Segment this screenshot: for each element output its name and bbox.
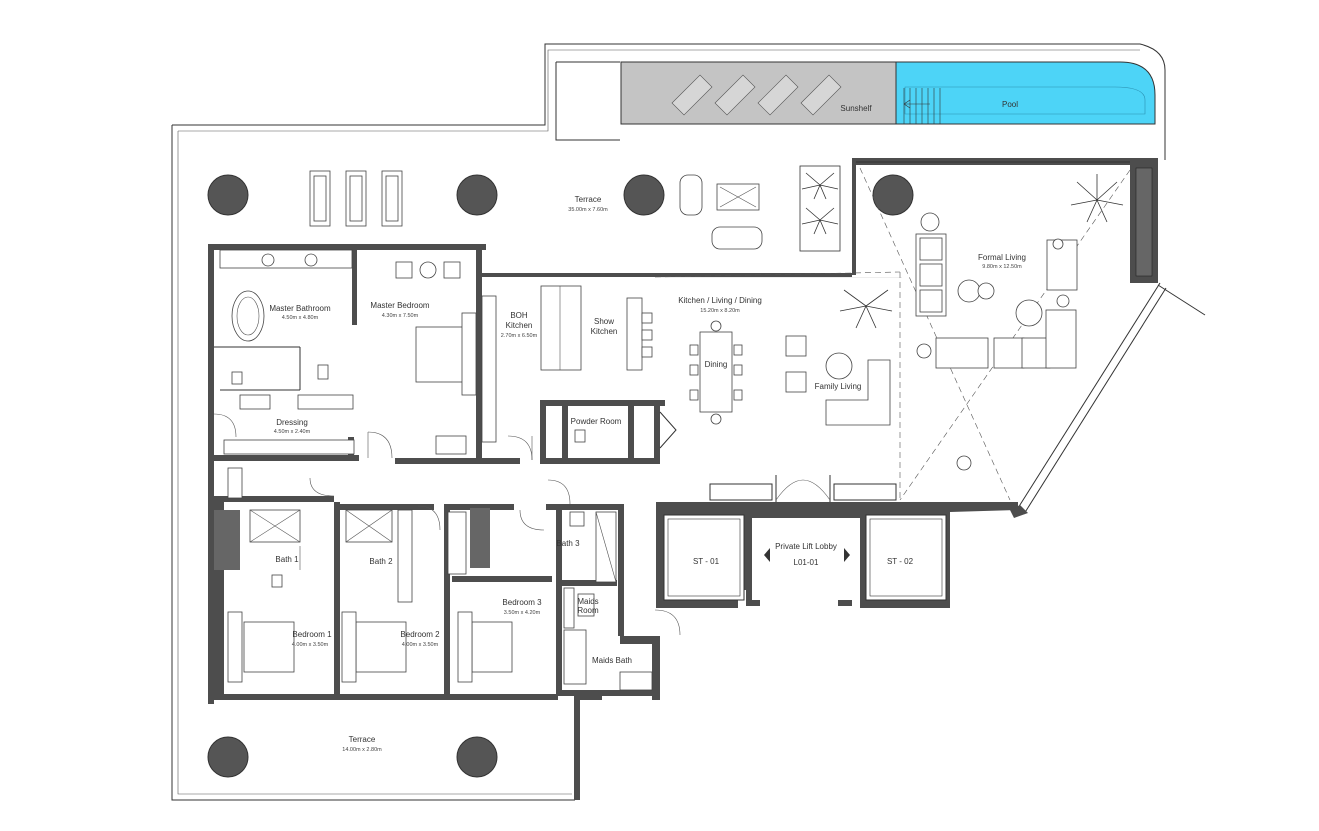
private-lift-lobby-label: Private Lift Lobby bbox=[775, 542, 837, 551]
bedroom-3-dim: 3.50m x 4.20m bbox=[504, 610, 541, 616]
maids-room-label-1: Maids bbox=[577, 597, 598, 606]
bath-2: Bath 2 bbox=[345, 509, 413, 603]
terrace-bottom-label: Terrace bbox=[349, 735, 376, 744]
pool-area: Pool bbox=[895, 61, 1156, 125]
formal-living-label: Formal Living bbox=[978, 253, 1026, 262]
bedroom-2-dim: 4.00m x 3.50m bbox=[402, 642, 439, 648]
powder-room: Powder Room bbox=[540, 406, 677, 460]
column bbox=[456, 174, 498, 216]
lift-lobby-code: L01-01 bbox=[794, 558, 819, 567]
boh-kitchen-dim: 2.70m x 6.50m bbox=[501, 333, 538, 339]
show-kitchen-label-2: Kitchen bbox=[591, 327, 618, 336]
plant bbox=[1070, 174, 1124, 223]
column bbox=[623, 174, 665, 216]
terrace-bottom: Terrace 14.00m x 2.80m bbox=[207, 735, 498, 778]
formal-living: Formal Living 9.80m x 12.50m bbox=[852, 158, 1206, 518]
lift-core: ST - 01 ST - 02 Private Lift Lobby L01-0… bbox=[656, 475, 1018, 608]
bath-3: Bath 3 bbox=[556, 511, 617, 583]
column bbox=[207, 174, 249, 216]
master-bedroom-label: Master Bedroom bbox=[370, 301, 429, 310]
dressing: Dressing 4.50m x 2.40m bbox=[223, 394, 355, 499]
master-bathroom-dim: 4.50m x 4.80m bbox=[282, 315, 319, 321]
kitchens: BOH Kitchen 2.70m x 6.50m Show Kitchen bbox=[481, 285, 653, 443]
kitchen-living-dining: Kitchen / Living / Dining 15.20m x 8.20m… bbox=[678, 289, 893, 426]
column bbox=[872, 174, 914, 216]
bath-1: Bath 1 bbox=[249, 509, 301, 588]
dressing-label: Dressing bbox=[276, 418, 308, 427]
maids-room: Maids Room Maids Bath bbox=[563, 587, 653, 691]
column bbox=[207, 736, 249, 778]
kitchen-living-dining-label: Kitchen / Living / Dining bbox=[678, 296, 762, 305]
maids-bath-label: Maids Bath bbox=[592, 656, 632, 665]
sun-loungers bbox=[309, 170, 403, 227]
powder-room-label: Powder Room bbox=[571, 417, 622, 426]
column bbox=[456, 736, 498, 778]
show-kitchen-label-1: Show bbox=[594, 317, 614, 326]
boh-kitchen-label-1: BOH bbox=[510, 311, 528, 320]
formal-living-dim: 9.80m x 12.50m bbox=[982, 264, 1022, 270]
bath-2-label: Bath 2 bbox=[369, 557, 393, 566]
kitchen-living-dining-dim: 15.20m x 8.20m bbox=[700, 308, 740, 314]
bedroom-1: Bedroom 1 4.00m x 3.50m bbox=[227, 611, 332, 683]
boh-kitchen-label-2: Kitchen bbox=[506, 321, 533, 330]
bedroom-1-label: Bedroom 1 bbox=[292, 630, 332, 639]
plant bbox=[839, 289, 893, 329]
sunshelf-area: Sunshelf bbox=[620, 61, 897, 125]
terrace-top-dim: 35.00m x 7.60m bbox=[568, 207, 608, 213]
dressing-dim: 4.50m x 2.40m bbox=[274, 429, 311, 435]
outdoor-lounge bbox=[679, 174, 763, 250]
terrace-top-label: Terrace bbox=[575, 195, 602, 204]
main-walls bbox=[208, 244, 902, 800]
st02-label: ST - 02 bbox=[887, 557, 914, 566]
outer-outline bbox=[171, 43, 1166, 801]
maids-room-label-2: Room bbox=[577, 606, 599, 615]
family-living-label: Family Living bbox=[815, 382, 862, 391]
bedroom-2: Bedroom 2 4.00m x 3.50m bbox=[341, 611, 440, 683]
st01-label: ST - 01 bbox=[693, 557, 720, 566]
doors bbox=[213, 413, 681, 636]
bedroom-3: Bedroom 3 3.50m x 4.20m bbox=[447, 511, 542, 683]
bath-1-label: Bath 1 bbox=[275, 555, 299, 564]
bedroom-3-label: Bedroom 3 bbox=[502, 598, 542, 607]
bath-3-label: Bath 3 bbox=[556, 539, 580, 548]
terrace-top: Terrace 35.00m x 7.60m bbox=[207, 165, 914, 252]
master-bathroom: Master Bathroom 4.50m x 4.80m bbox=[214, 249, 353, 391]
sunshelf-label: Sunshelf bbox=[840, 104, 872, 113]
master-bedroom-dim: 4.30m x 7.50m bbox=[382, 313, 419, 319]
bedroom-1-dim: 4.00m x 3.50m bbox=[292, 642, 329, 648]
dining-label: Dining bbox=[705, 360, 728, 369]
terrace-bottom-dim: 14.00m x 2.80m bbox=[342, 747, 382, 753]
plant bbox=[799, 165, 841, 252]
bedroom-2-label: Bedroom 2 bbox=[400, 630, 440, 639]
master-bathroom-label: Master Bathroom bbox=[269, 304, 331, 313]
pool-label: Pool bbox=[1002, 100, 1018, 109]
master-bedroom: Master Bedroom 4.30m x 7.50m bbox=[370, 261, 477, 455]
